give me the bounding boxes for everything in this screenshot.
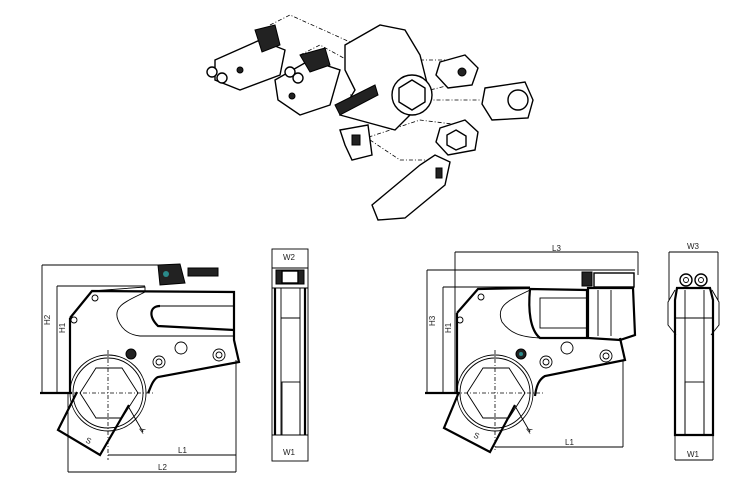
reaction-arm-small [339,124,373,161]
gear-bolt-icon [125,348,137,360]
label-h1-right: H1 [444,322,453,333]
left-side-view: W2 W1 [271,248,309,462]
label-s-right: S [472,431,481,441]
cylinder-drive-unit-1 [206,24,286,91]
drive-cylinder-block [528,271,637,342]
label-s: S [84,436,93,446]
label-a: A [137,425,148,435]
label-w3: W3 [687,242,700,251]
label-a-right: A [524,425,535,435]
label-h2: H2 [43,314,52,325]
label-l3: L3 [552,244,561,253]
exploded-assembly-view [206,14,534,221]
label-h1: H1 [58,322,67,333]
left-front-view: H2 H1 L1 L2 S A [40,263,241,473]
label-w1-right: W1 [687,450,700,459]
label-h3: H3 [428,315,437,326]
ratchet-link-housing [334,24,433,131]
reaction-arm-large [371,154,451,221]
label-w1: W1 [283,448,296,457]
hex-sockets [435,54,534,156]
label-l1-right: L1 [565,438,574,447]
label-l2: L2 [158,463,167,472]
cylinder-drive-unit-2 [274,47,341,116]
label-w2: W2 [283,253,296,262]
label-l1: L1 [178,446,187,455]
right-side-view: W3 W1 [667,242,720,461]
right-front-view: L3 H3 H1 L1 S A [425,244,639,454]
swivel-coupler-icon [157,263,219,286]
